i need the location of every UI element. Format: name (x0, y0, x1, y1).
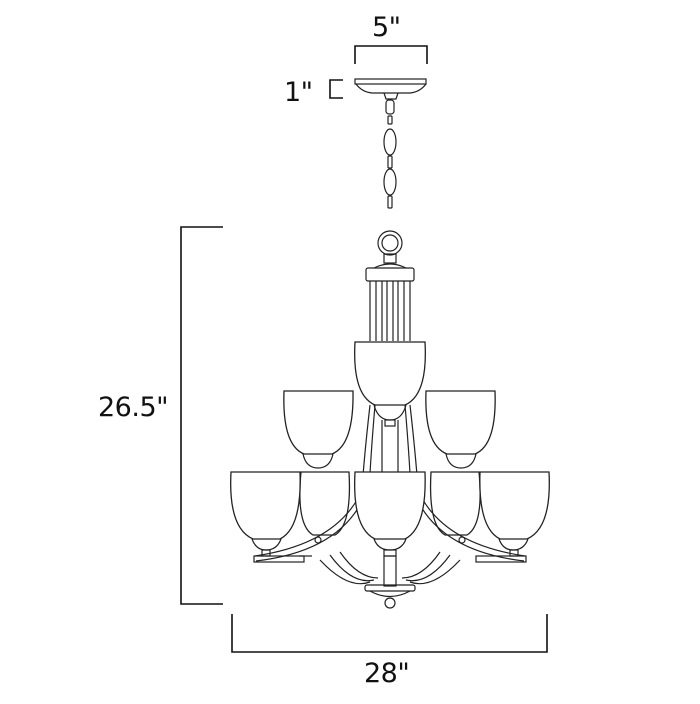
canopy-width-bracket (354, 45, 428, 64)
lower-shade-back-left (299, 471, 351, 557)
canopy (354, 78, 427, 100)
upper-shade-center (354, 341, 426, 427)
chain (383, 99, 397, 209)
lower-shade-back-right (429, 471, 481, 536)
lower-shade-front-left (230, 471, 301, 557)
height-bracket (180, 226, 223, 605)
canopy-height-label: 1" (284, 77, 313, 108)
bottom-finial (364, 555, 416, 609)
canopy-width-label: 5" (372, 12, 401, 43)
canopy-height-bracket (329, 79, 343, 99)
hanging-loop (365, 230, 415, 282)
fixture-height-label: 26.5" (98, 392, 169, 423)
lower-shade-front-center (354, 471, 426, 557)
fixture-width-label: 28" (364, 658, 410, 689)
upper-shade-right (425, 390, 496, 469)
arms (253, 499, 527, 585)
fluted-column (369, 281, 411, 341)
width-bracket (231, 614, 548, 653)
lower-shade-front-right (479, 471, 550, 557)
upper-shade-left (283, 390, 354, 469)
